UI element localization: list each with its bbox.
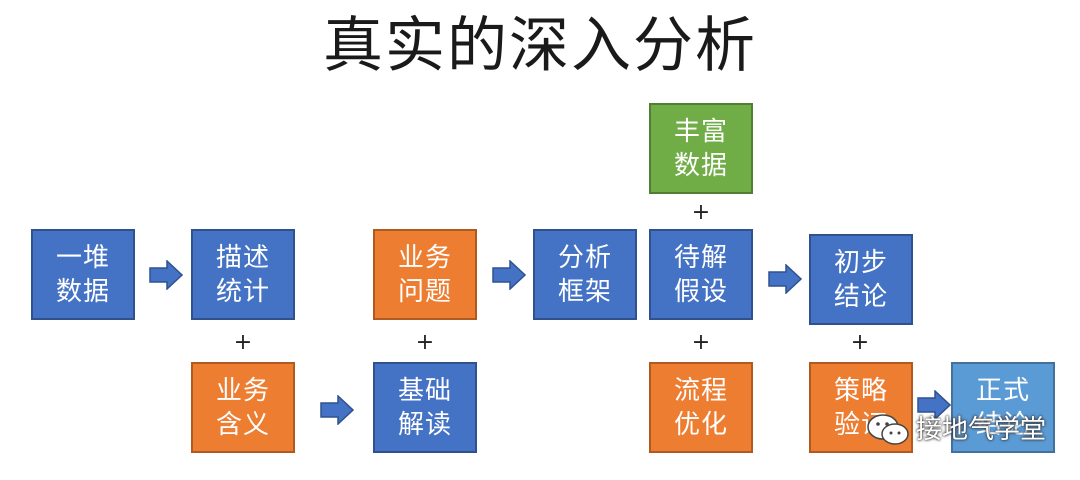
box-business-question: 业务 问题	[373, 229, 477, 320]
arrow-right-icon	[768, 264, 802, 294]
plus-sign: +	[850, 330, 870, 355]
arrow-right-icon	[492, 260, 526, 290]
box-business-meaning: 业务 含义	[191, 362, 295, 453]
box-hypothesis: 待解 假设	[649, 229, 753, 320]
plus-sign: +	[691, 330, 711, 355]
arrow-right-icon	[917, 390, 951, 420]
plus-sign: +	[691, 200, 711, 225]
watermark: 接地气学堂	[866, 413, 1046, 447]
box-basic-interpretation: 基础 解读	[373, 362, 477, 453]
box-raw-data: 一堆 数据	[31, 229, 135, 320]
box-rich-data: 丰富 数据	[649, 103, 753, 194]
watermark-text: 接地气学堂	[916, 415, 1047, 445]
wechat-icon	[867, 414, 909, 445]
box-formal-conclusion: 正式 结论	[951, 362, 1055, 453]
box-process-optimization: 流程 优化	[649, 362, 753, 453]
diagram-title: 真实的深入分析	[323, 11, 757, 81]
arrow-right-icon	[149, 260, 183, 290]
box-describe-stats: 描述 统计	[191, 229, 295, 320]
plus-sign: +	[415, 330, 435, 355]
box-preliminary-conclusion: 初步 结论	[809, 234, 913, 325]
arrow-right-icon	[320, 395, 354, 425]
box-analysis-framework: 分析 框架	[533, 229, 637, 320]
plus-sign: +	[233, 330, 253, 355]
